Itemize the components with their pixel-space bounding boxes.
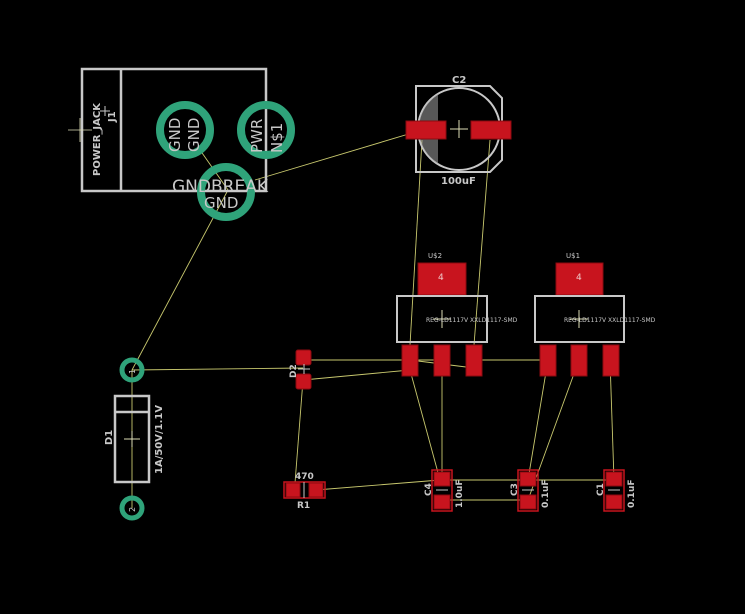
d2-designator: D2 — [289, 364, 299, 378]
d1-pin2-label: 2 — [128, 507, 137, 512]
power-jack-designator: J1 — [107, 111, 118, 123]
d1-pin-1-via[interactable] — [119, 357, 145, 383]
r1-value: 470 — [295, 472, 314, 482]
regulator-u2[interactable]: 4 U$2 REG-LD1117V XXLD1117-SMD — [396, 252, 518, 377]
u2-label: REG-LD1117V XXLD1117-SMD — [426, 317, 518, 324]
c3-pad-2[interactable] — [519, 494, 537, 510]
u2-tab-pad[interactable] — [417, 262, 467, 296]
d1-designator: D1 — [104, 430, 115, 445]
c3-pad-1[interactable] — [519, 471, 537, 487]
capacitor-c4[interactable]: C4 1.0uF — [424, 469, 465, 512]
c3-value: 0.1uF — [541, 480, 551, 509]
c2-pad-1[interactable] — [405, 120, 447, 140]
c1-designator: C1 — [596, 483, 606, 496]
u1-label: REG-LD1117V XXLD1117-SMD — [564, 317, 656, 324]
u2-outline — [396, 295, 488, 343]
c1-outline — [603, 469, 625, 512]
capacitor-c3[interactable]: C3 0.1uF — [510, 469, 551, 512]
u1-designator: U$1 — [566, 252, 580, 260]
c2-pad-2[interactable] — [470, 120, 512, 140]
gnd-pad-label-inner: GND — [185, 118, 203, 152]
gndbreak-label: GNDBREAK — [172, 177, 269, 197]
u2-pin-3[interactable] — [465, 344, 483, 377]
capacitor-c1[interactable]: C1 0.1uF — [596, 469, 637, 512]
c4-designator: C4 — [424, 483, 434, 496]
u2-tab-label: 4 — [438, 273, 444, 283]
d1-pin1-label: 1 — [128, 369, 137, 374]
gndbreak-sub-label: GND — [204, 194, 238, 212]
pwr-pad-label: PWR — [248, 119, 266, 153]
c3-outline — [517, 469, 539, 512]
u1-pin-2[interactable] — [570, 344, 588, 377]
gnd-pad-label: GND — [166, 118, 184, 152]
u1-tab-pad[interactable] — [555, 262, 604, 296]
d2-pad-1[interactable] — [295, 349, 312, 366]
c4-pad-1[interactable] — [433, 471, 451, 487]
resistor-r1[interactable]: 470 R1 — [283, 472, 326, 511]
u2-pin-2[interactable] — [433, 344, 451, 377]
capacitor-c2[interactable]: C2 100uF — [405, 75, 512, 187]
c1-pad-1[interactable] — [605, 471, 623, 487]
ns1-pad-label: N$1 — [268, 123, 286, 153]
c4-pad-2[interactable] — [433, 494, 451, 510]
u1-tab-label: 4 — [576, 273, 582, 283]
c4-value: 1.0uF — [455, 480, 465, 509]
d1-outline — [113, 394, 151, 484]
d1-pin-2-via[interactable] — [119, 495, 145, 521]
gndbreak-pad[interactable]: GNDBREAK GND — [172, 163, 269, 221]
u1-pin-1[interactable] — [539, 344, 557, 377]
regulator-u1[interactable]: 4 U$1 REG-LD1117V XXLD1117-SMD — [534, 252, 656, 377]
c1-pad-2[interactable] — [605, 494, 623, 510]
u1-outline — [534, 295, 625, 343]
led-d2[interactable]: D2 — [289, 349, 312, 390]
r1-pad-2[interactable] — [308, 482, 324, 498]
u1-pin-3[interactable] — [602, 344, 620, 377]
r1-designator: R1 — [297, 501, 310, 511]
gnd-pad[interactable]: GND GND — [156, 101, 214, 159]
r1-pad-1[interactable] — [285, 482, 301, 498]
c4-outline — [431, 469, 453, 512]
c2-designator: C2 — [452, 75, 466, 86]
c2-value: 100uF — [441, 176, 476, 187]
c3-designator: C3 — [510, 483, 520, 496]
d1-value: 1A/50V/1.1V — [154, 405, 165, 474]
diode-d1[interactable]: 1 2 D1 1A/50V/1.1V — [104, 357, 165, 521]
u2-pin-1[interactable] — [401, 344, 419, 377]
pwr-pad[interactable]: PWR N$1 — [237, 101, 295, 159]
power-jack-j1[interactable]: POWER_JACK J1 — [68, 67, 268, 193]
u2-designator: U$2 — [428, 252, 442, 260]
power-jack-label: POWER_JACK — [92, 102, 103, 176]
c1-value: 0.1uF — [627, 480, 637, 509]
c2-outline — [415, 85, 503, 173]
